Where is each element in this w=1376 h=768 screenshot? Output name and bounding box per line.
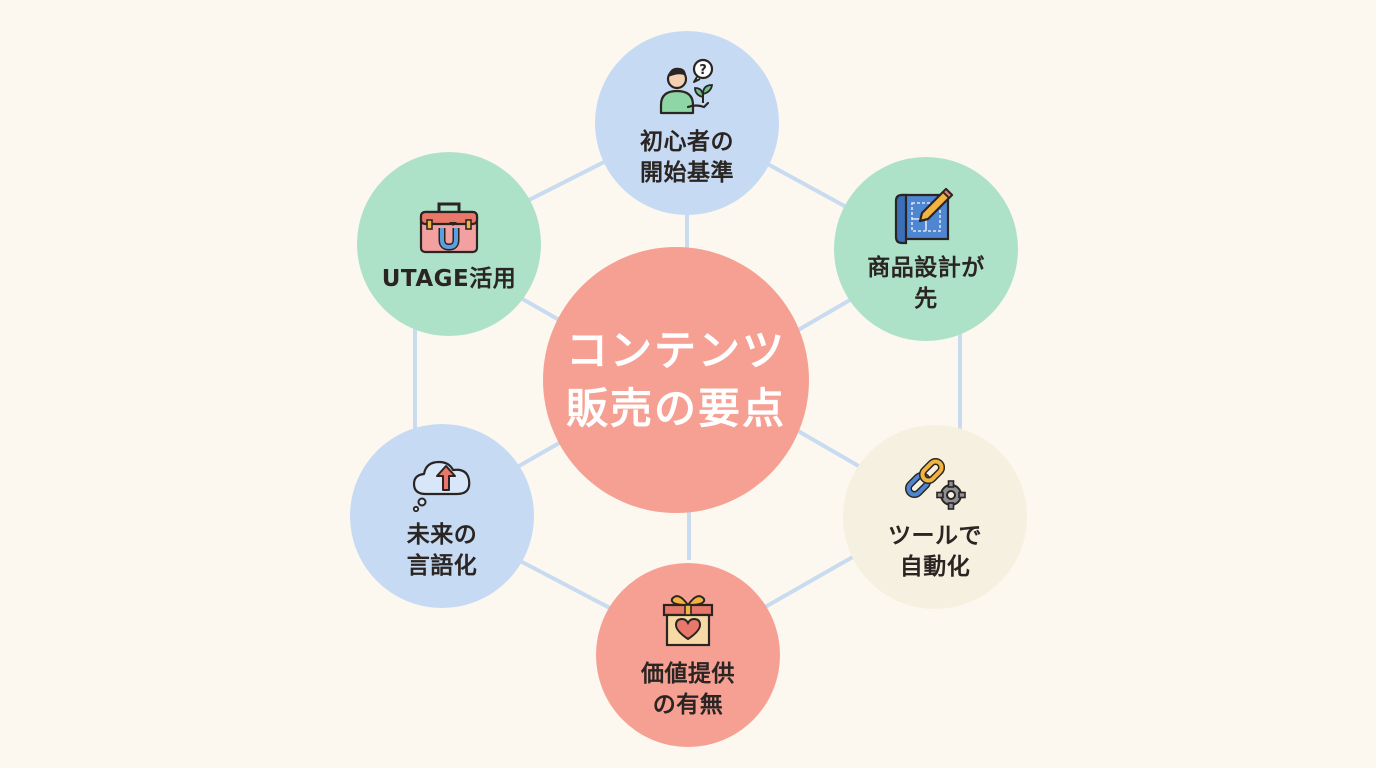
node-product: 商品設計が 先 [834, 157, 1018, 341]
center-node: コンテンツ 販売の要点 [543, 247, 809, 513]
person-sprout-question-icon: ? [655, 57, 719, 121]
node-label: ツールで 自動化 [888, 523, 982, 580]
node-label: 価値提供 の有無 [641, 661, 735, 718]
node-value: 価値提供 の有無 [596, 563, 780, 747]
toolbox-magnet-icon [417, 194, 481, 258]
node-tools: ツールで 自動化 [843, 425, 1027, 609]
node-beginner: ? 初心者の 開始基準 [595, 31, 779, 215]
node-label: 商品設計が 先 [867, 255, 985, 312]
thought-cloud-up-arrow-icon [410, 450, 474, 514]
node-label: UTAGE活用 [381, 265, 517, 292]
spoke-tools [791, 426, 864, 470]
gift-box-heart-icon [656, 589, 720, 653]
blueprint-pencil-icon [894, 183, 958, 247]
node-future: 未来の 言語化 [350, 424, 534, 608]
node-utage: UTAGE活用 [357, 152, 541, 336]
chain-link-gear-icon [903, 451, 967, 515]
node-label: 未来の 言語化 [406, 522, 478, 579]
node-label: 初心者の 開始基準 [640, 129, 734, 186]
svg-text:?: ? [699, 63, 707, 78]
center-label: コンテンツ 販売の要点 [565, 326, 786, 433]
